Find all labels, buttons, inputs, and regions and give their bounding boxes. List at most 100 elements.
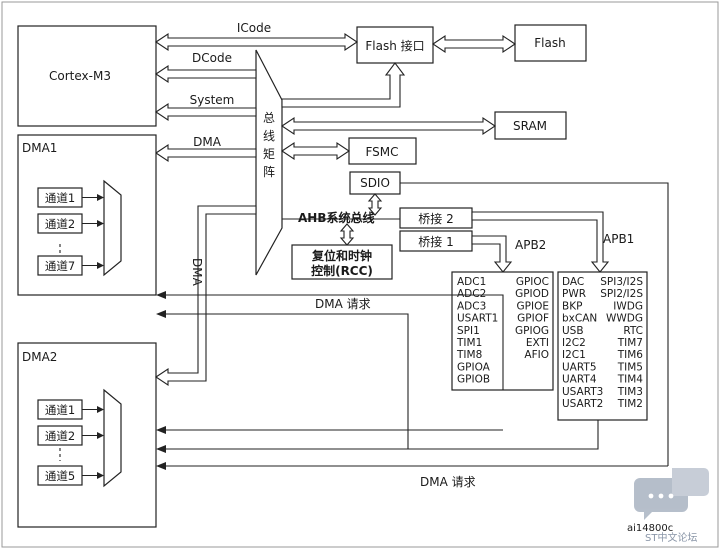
dma1-channel-label: 通道1 — [45, 191, 75, 205]
apb2-peripheral: AFIO — [524, 349, 549, 361]
apb1-peripheral: TIM6 — [617, 349, 644, 361]
dma2-request-arrowhead-1 — [156, 426, 166, 434]
apb2-peripheral: USART1 — [457, 313, 498, 325]
rcc-line1: 复位和时钟 — [311, 248, 372, 263]
dma2-channel-label: 通道2 — [45, 429, 75, 443]
dma2-request-arrowhead-3 — [156, 462, 166, 470]
apb1-right-list: SPI3/I2SSPI2/I2SIWDGWWDGRTCTIM7TIM6TIM5T… — [600, 276, 643, 410]
apb2-peripheral: GPIOG — [515, 325, 549, 337]
bridge1-label: 桥接 1 — [418, 234, 453, 249]
apb2-peripheral: ADC2 — [457, 288, 486, 300]
apb1-peripheral: I2C1 — [562, 349, 586, 361]
dma1-channels: 通道1 通道2 通道7 — [37, 187, 104, 276]
apb2-peripheral: EXTI — [526, 337, 549, 349]
rcc-line2: 控制(RCC) — [311, 263, 373, 278]
dma1-channel-label: 通道7 — [45, 259, 75, 273]
flashif-flash-arrow — [432, 34, 516, 54]
apb1-peripheral: USART2 — [562, 398, 603, 410]
apb2-peripheral: GPIOB — [457, 374, 490, 386]
apb2-peripheral: TIM8 — [456, 349, 482, 361]
icode-label: ICode — [237, 21, 271, 35]
apb1-peripheral: bxCAN — [562, 313, 597, 325]
dma1-channel-arrowhead — [97, 194, 104, 201]
apb1-peripheral: PWR — [562, 288, 586, 300]
apb2-peripheral: GPIOC — [516, 276, 549, 288]
apb1-peripheral: UART4 — [562, 374, 597, 386]
apb1-peripheral: SPI3/I2S — [600, 276, 643, 288]
apb2-peripheral: GPIOF — [517, 313, 549, 325]
dma2-channel-label: 通道5 — [45, 469, 75, 483]
apb1-left-list: DACPWRBKPbxCANUSBI2C2I2C1UART5UART4USART… — [562, 276, 603, 410]
apb2-label: APB2 — [515, 238, 546, 252]
apb1-peripheral: BKP — [562, 300, 582, 312]
dma1-label: DMA1 — [22, 141, 57, 155]
dma2-channel-arrowhead — [97, 472, 104, 479]
apb1-label: APB1 — [603, 232, 634, 246]
bridge1-block: 桥接 1 — [399, 230, 473, 252]
apb1-peripheral: USB — [562, 325, 584, 337]
dma2-channels: 通道1 通道2 通道5 — [37, 399, 104, 486]
sdio-block: SDIO — [349, 171, 401, 195]
ahb-rcc-arrow — [339, 223, 355, 246]
apb1-peripheral: DAC — [562, 276, 584, 288]
system-label: System — [190, 93, 235, 107]
apb1-peripheral: WWDG — [606, 313, 643, 325]
bridge2-block: 桥接 2 — [399, 207, 473, 229]
apb1-peripheral: SPI2/I2S — [600, 288, 643, 300]
dma2-request-line-2 — [165, 420, 599, 450]
matrix-flashif-arrow — [281, 62, 406, 108]
apb1-peripheral: TIM4 — [617, 374, 644, 386]
dma-request-label-1: DMA 请求 — [315, 297, 371, 311]
dma1-request-arrowhead-1 — [156, 291, 166, 299]
flash-interface-label: Flash 接口 — [365, 38, 424, 53]
bus-matrix: 总线矩阵 — [255, 49, 283, 276]
dma1-channel-label: 通道2 — [45, 217, 75, 231]
sdio-dma-line — [400, 182, 669, 466]
apb1-peripheral: USART3 — [562, 386, 603, 398]
dma1-channel-arrowhead — [97, 220, 104, 227]
dcode-label: DCode — [192, 51, 232, 65]
forum-watermark: ST中文论坛 — [645, 531, 697, 544]
ahb-label: AHB系统总线 — [298, 210, 374, 225]
dma1-request-line-2 — [165, 313, 409, 449]
apb1-peripheral: UART5 — [562, 361, 597, 373]
dma-request-label-2: DMA 请求 — [420, 475, 476, 489]
bus-matrix-label: 总线矩阵 — [263, 111, 275, 179]
flash-interface-block: Flash 接口 — [356, 26, 434, 64]
apb1-peripheral: TIM5 — [617, 361, 643, 373]
matrix-fsmc-arrow — [281, 141, 350, 161]
fsmc-label: FSMC — [365, 145, 398, 159]
dma2-request-arrowhead-2 — [156, 445, 166, 453]
dma-vertical-label: DMA — [190, 258, 204, 287]
dma-bus-label: DMA — [193, 135, 222, 149]
cortex-m3-block: Cortex-M3 — [17, 25, 157, 127]
system-bus-arrow: System — [155, 93, 257, 122]
dcode-bus-arrow: DCode — [155, 51, 257, 84]
flash-block: Flash — [514, 24, 587, 62]
sram-label: SRAM — [513, 119, 547, 133]
apb1-peripheral: IWDG — [613, 300, 643, 312]
bridge2-label: 桥接 2 — [418, 211, 453, 226]
dma2-mux — [103, 388, 122, 488]
apb1-arrow — [471, 211, 610, 273]
fsmc-block: FSMC — [348, 137, 417, 165]
dma-bus-arrow: DMA — [155, 135, 257, 163]
apb2-peripheral: ADC3 — [457, 300, 486, 312]
forum-logo — [634, 468, 709, 520]
sdio-ahb-arrow — [367, 193, 383, 216]
sdio-label: SDIO — [360, 176, 390, 190]
matrix-sram-arrow — [281, 116, 496, 136]
apb1-peripheral: TIM7 — [617, 337, 643, 349]
apb2-peripheral: GPIOA — [457, 361, 491, 373]
dma2-channel-label: 通道1 — [45, 403, 75, 417]
dma2-label: DMA2 — [22, 350, 57, 364]
apb1-peripheral: RTC — [623, 325, 643, 337]
sram-block: SRAM — [494, 111, 567, 140]
apb1-peripherals-box — [557, 271, 648, 421]
apb2-peripheral: ADC1 — [457, 276, 486, 288]
